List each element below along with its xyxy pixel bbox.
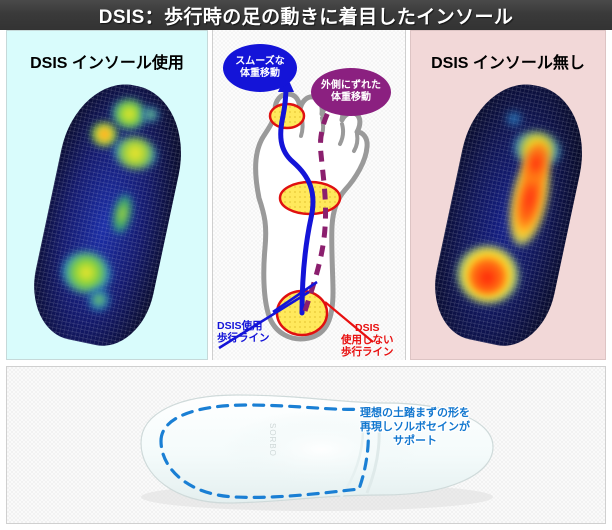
insole-photo-white: SORBO <box>127 377 507 517</box>
label-non-dsis-walking-line: DSIS 使用しない 歩行ライン <box>341 322 394 358</box>
panel-with-insole-heading: DSIS インソール使用 <box>30 55 184 72</box>
insole-caption: 理想の土踏まずの形を 再現しソルボセインが サポート <box>360 407 470 447</box>
callout-smooth-weight-shift: スムーズな 体重移動 <box>223 44 297 92</box>
label-dsis-walking-line: DSIS使用 歩行ライン <box>217 320 270 344</box>
callout-outward-weight-shift-text: 外側にずれた 体重移動 <box>320 80 382 103</box>
pressure-map-with-insole <box>7 73 207 359</box>
insole-sole-shape <box>424 73 596 355</box>
callout-outward-weight-shift: 外側にずれた 体重移動 <box>311 68 391 116</box>
callout-smooth-weight-shift-text: スムーズな 体重移動 <box>235 56 285 79</box>
insole-sole-shape <box>23 73 195 355</box>
arch-support-outline <box>159 403 370 499</box>
header-bar: DSIS：歩行時の足の動きに着目したインソール <box>0 0 612 30</box>
leader-line-blue <box>218 290 310 350</box>
foot-diagram-svg <box>218 74 374 350</box>
comparison-panels: DSIS インソール使用 <box>0 30 612 360</box>
leader-line-red <box>324 301 374 343</box>
pressure-map-without-insole <box>411 73 605 359</box>
foot-pressure-image-right <box>424 73 596 355</box>
insole-photo-svg <box>140 394 494 511</box>
panel-walking-line-diagram: スムーズな 体重移動 外側にずれた 体重移動 DSIS使用 歩行ライン DSIS… <box>212 30 406 360</box>
leader-line-blue-2 <box>272 280 318 314</box>
brand-mark: SORBO <box>268 423 277 457</box>
panel-without-insole: DSIS インソール無し <box>410 30 606 360</box>
foot-walking-line-diagram: スムーズな 体重移動 外側にずれた 体重移動 DSIS使用 歩行ライン DSIS… <box>213 30 405 360</box>
sensor-mesh-texture <box>23 73 195 355</box>
panel-insole-photo: SORBO <box>6 366 606 524</box>
pressure-zone-big-toe <box>268 102 306 130</box>
page-title: DSIS：歩行時の足の動きに着目したインソール <box>98 6 514 28</box>
foot-pressure-image-left <box>23 73 195 355</box>
panel-without-insole-heading: DSIS インソール無し <box>431 55 585 72</box>
panel-with-insole: DSIS インソール使用 <box>6 30 208 360</box>
